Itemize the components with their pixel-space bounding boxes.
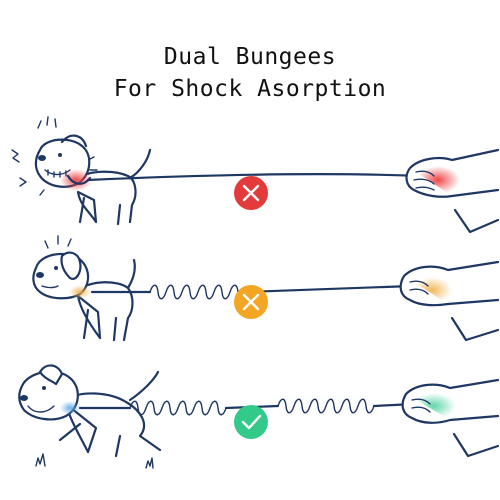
status-badge-meh <box>234 285 268 319</box>
bungee-3b <box>277 398 375 414</box>
row-1-bad <box>11 116 500 234</box>
bungee-3a <box>129 400 227 416</box>
collar-glow-blue <box>60 401 80 415</box>
status-badge-bad <box>234 176 268 210</box>
bungee-2 <box>149 284 247 300</box>
grass <box>35 453 154 469</box>
row-3-good <box>18 364 500 469</box>
collar-glow-orange <box>69 285 91 299</box>
hand-3 <box>401 378 500 458</box>
hand-2 <box>399 260 500 342</box>
dog-2 <box>32 251 136 342</box>
check-icon <box>241 414 262 430</box>
collar-glow-red <box>60 169 92 191</box>
dog-1 <box>34 134 152 226</box>
x-icon <box>242 293 260 311</box>
row-2-meh <box>32 235 500 342</box>
x-icon <box>242 184 260 202</box>
leash-1 <box>86 173 422 182</box>
status-badge-good <box>234 405 268 439</box>
heading-line-2: For Shock Asorption <box>113 76 387 102</box>
leash-2b <box>244 284 414 294</box>
surprise-lines <box>44 235 72 249</box>
heading-line-1: Dual Bungees <box>163 44 337 70</box>
hand-1 <box>405 148 500 234</box>
